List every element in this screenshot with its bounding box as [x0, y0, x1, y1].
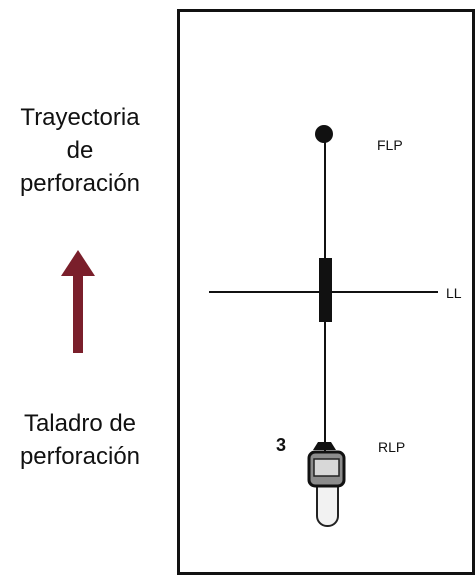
- drilling-trajectory-line-1: Trayectoria: [20, 104, 140, 131]
- drill-rig-top: [313, 442, 336, 450]
- drill-rig-icon: [307, 442, 346, 527]
- rlp-label: RLP: [378, 439, 405, 455]
- arrow-head: [61, 250, 95, 276]
- drill-rig-line-2: perforación: [19, 443, 141, 470]
- ll-label: LL: [446, 285, 462, 301]
- flp-point: [315, 125, 333, 143]
- drilling-trajectory-line-3: perforación: [19, 170, 141, 197]
- drill-rig-label: Taladro de perforación: [0, 407, 160, 473]
- drilling-trajectory-line-2: de: [66, 137, 94, 164]
- flp-label: FLP: [377, 137, 403, 153]
- drill-rig-line-1: Taladro de: [23, 410, 137, 437]
- arrow-shaft: [73, 275, 83, 353]
- drill-rig-window: [313, 458, 340, 477]
- drilling-trajectory-label: Trayectoria de perforación: [0, 101, 160, 200]
- number-label: 3: [276, 435, 286, 455]
- center-marker: [319, 258, 332, 322]
- direction-arrow-icon: [61, 250, 95, 353]
